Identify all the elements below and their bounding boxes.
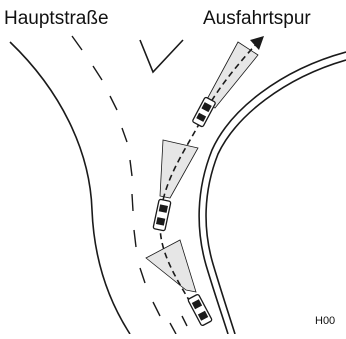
sensor-beam-middle	[159, 139, 199, 199]
arrow-up-right-icon	[250, 36, 264, 50]
exit-edge-outer-a	[198, 51, 346, 335]
lane-dashes-right	[181, 315, 188, 327]
trajectory-path	[159, 41, 259, 321]
figure-code-label: H00	[315, 315, 336, 327]
vehicle-bottom	[187, 293, 213, 327]
vehicle-middle	[152, 198, 172, 232]
exit-lane-label: Ausfahrtspur	[203, 8, 311, 29]
main-road-label: Hauptstraße	[4, 8, 109, 29]
gore-divider	[139, 39, 184, 74]
exit-edge-outer-b	[205, 59, 346, 335]
lane-dashes-left	[71, 35, 177, 335]
vehicle-top	[192, 96, 216, 128]
road-edge-left	[9, 41, 131, 335]
